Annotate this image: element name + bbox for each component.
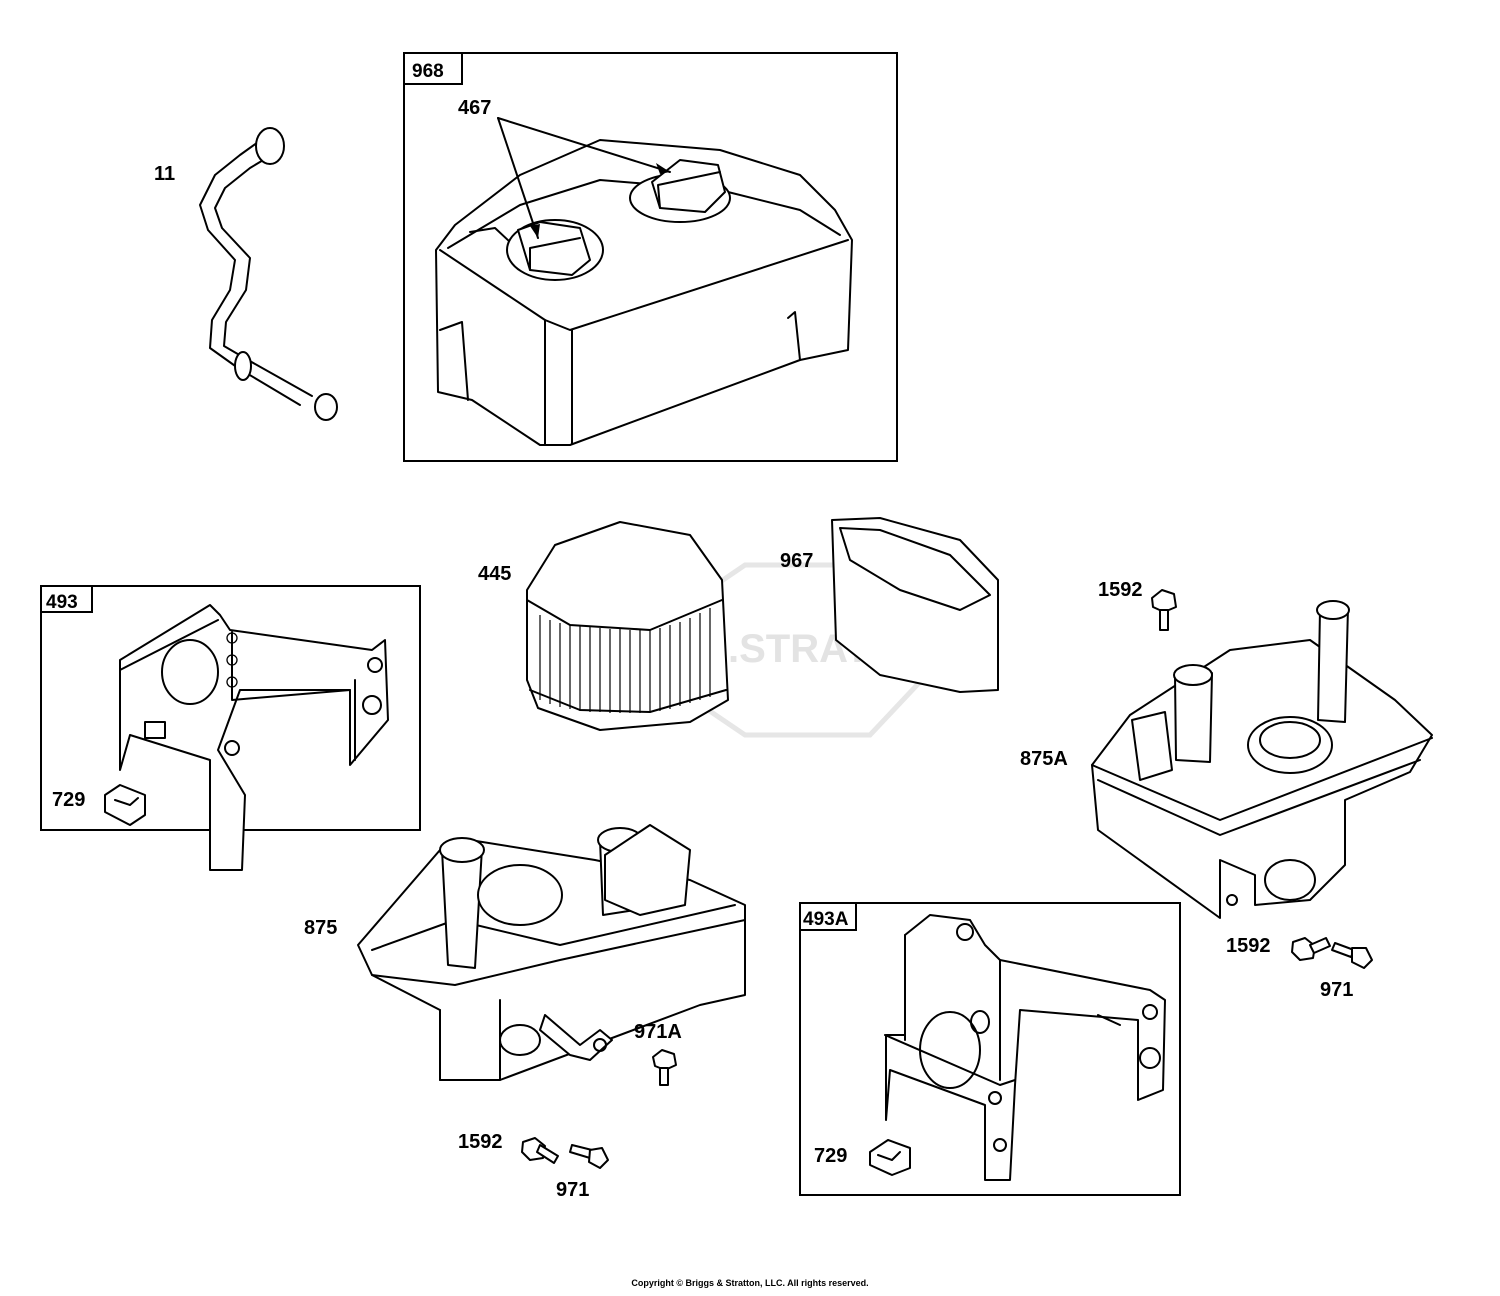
clip-729-right-drawing <box>869 1139 911 1176</box>
callout-1592-right: 1592 <box>1226 935 1271 957</box>
callout-875: 875 <box>304 917 337 939</box>
callout-967: 967 <box>780 550 813 572</box>
callout-1592-top: 1592 <box>1098 579 1143 601</box>
callout-875a: 875A <box>1020 748 1068 770</box>
callout-445: 445 <box>478 563 511 585</box>
callout-11: 11 <box>154 163 175 185</box>
box-493a: 493A <box>799 902 1181 1196</box>
box-968: 968 <box>403 52 898 462</box>
bolt-1592-right-drawing <box>1291 937 1331 961</box>
clip-729-left-drawing <box>104 784 146 826</box>
box-493a-label: 493A <box>803 909 849 930</box>
callout-729-left: 729 <box>52 789 85 811</box>
bracket-493-drawing <box>119 604 389 871</box>
air-cleaner-cover-drawing <box>435 139 853 446</box>
air-cleaner-base-875-drawing <box>357 824 746 1081</box>
callout-467: 467 <box>458 97 491 119</box>
callout-971-bottom: 971 <box>556 1179 589 1201</box>
bolt-971-bottom-drawing <box>569 1144 609 1169</box>
leader-467 <box>497 117 671 239</box>
box-968-label: 968 <box>412 61 444 82</box>
air-filter-drawing <box>526 521 729 731</box>
bolt-971-right-drawing <box>1331 942 1373 969</box>
copyright-notice: Copyright © Briggs & Stratton, LLC. All … <box>631 1278 869 1288</box>
callout-1592-bottom: 1592 <box>458 1131 503 1153</box>
bolt-1592-top-drawing <box>1151 589 1177 631</box>
bolt-1592-bottom-drawing <box>521 1137 559 1164</box>
callout-729-right: 729 <box>814 1145 847 1167</box>
box-493-label: 493 <box>46 592 78 613</box>
bolt-971a-drawing <box>652 1049 677 1086</box>
callout-971a: 971A <box>634 1021 682 1043</box>
air-cleaner-base-875a-drawing <box>1091 600 1433 919</box>
pre-cleaner-drawing <box>831 517 999 693</box>
breather-tube-drawing <box>199 127 338 421</box>
bracket-493a-drawing <box>884 914 1166 1181</box>
callout-971-right: 971 <box>1320 979 1353 1001</box>
